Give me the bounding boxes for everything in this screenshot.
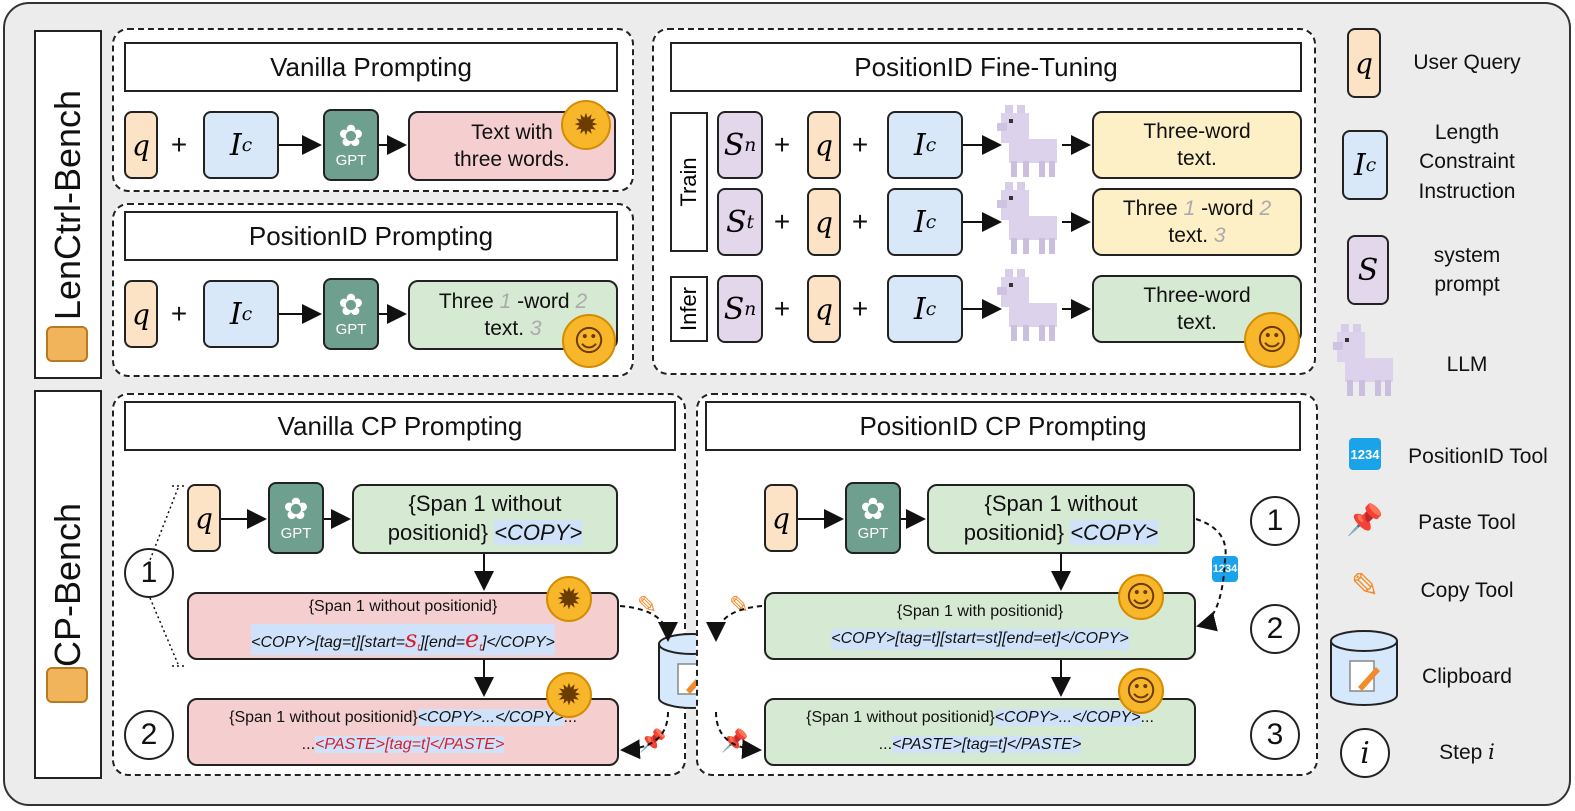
step-1-circle: 1 xyxy=(124,548,174,598)
gpt-label: GPT xyxy=(335,320,367,338)
gpt-box: ✿ GPT xyxy=(323,109,379,181)
legend-system-box: S xyxy=(1347,235,1389,305)
positionid-prompting-title: PositionID Prompting xyxy=(124,211,618,261)
openai-logo-icon: ✿ xyxy=(860,492,886,526)
positionid-finetuning-title: PositionID Fine-Tuning xyxy=(670,42,1302,92)
llama-icon xyxy=(997,105,1057,177)
openai-logo-icon: ✿ xyxy=(338,119,364,153)
user-query-box: q xyxy=(124,280,158,348)
vanilla-cp-paste-box: {Span 1 without positionid}<COPY>...</CO… xyxy=(187,698,619,766)
exploding-head-icon: ✹ xyxy=(546,576,592,622)
step-2-circle: 2 xyxy=(124,710,174,760)
positionid-cp-title: PositionID CP Prompting xyxy=(705,401,1301,451)
legend-positionid-tool-label: PositionID Tool xyxy=(1408,445,1548,468)
user-query-box: q xyxy=(124,111,158,179)
plus-sign: + xyxy=(851,206,869,237)
vanilla-cp-title: Vanilla CP Prompting xyxy=(124,401,676,451)
step-3-circle: 3 xyxy=(1250,710,1300,760)
legend-llm-label: LLM xyxy=(1446,353,1488,376)
yum-face-icon: ☺ xyxy=(1244,312,1300,368)
llama-icon xyxy=(1333,324,1393,396)
gpt-label: GPT xyxy=(857,524,889,542)
gpt-box: ✿ GPT xyxy=(323,278,379,350)
user-query-box: q xyxy=(764,484,798,552)
pencil-icon: ✎ xyxy=(1350,566,1380,606)
legend-copy-tool-label: Copy Tool xyxy=(1420,579,1514,602)
legend-paste-tool-label: Paste Tool xyxy=(1418,511,1516,534)
positionid-tool-icon: 1234 xyxy=(1349,438,1381,470)
plus-sign: + xyxy=(773,293,791,324)
legend-step-circle: i xyxy=(1340,728,1390,778)
legend-user-query-label: User Query xyxy=(1413,51,1521,74)
positionid-cp-copy-box: {Span 1 with positionid} <COPY>[tag=t][s… xyxy=(764,592,1196,660)
llama-icon xyxy=(997,269,1057,341)
openai-logo-icon: ✿ xyxy=(283,492,309,526)
llama-icon xyxy=(997,182,1057,254)
step-2-circle: 2 xyxy=(1250,604,1300,654)
database-clipboard-icon xyxy=(1330,630,1398,706)
positionid-cp-paste-box: {Span 1 without positionid}<COPY>...</CO… xyxy=(764,698,1196,766)
train-label: Train xyxy=(670,112,708,252)
infer-label: Infer xyxy=(670,276,708,342)
gpt-box: ✿ GPT xyxy=(845,482,901,554)
yum-face-icon: ☺ xyxy=(1118,574,1164,620)
vanilla-prompting-title: Vanilla Prompting xyxy=(124,42,618,92)
user-query-box: q xyxy=(807,111,841,179)
legend-step-label: Step i xyxy=(1439,740,1495,764)
plus-sign: + xyxy=(170,129,188,160)
legend-clipboard-label: Clipboard xyxy=(1422,665,1512,688)
package-icon xyxy=(46,326,88,362)
yum-face-icon: ☺ xyxy=(1118,668,1164,714)
user-query-box: q xyxy=(187,484,221,552)
exploding-head-icon: ✹ xyxy=(561,100,611,150)
package-icon xyxy=(46,667,88,703)
gpt-label: GPT xyxy=(335,151,367,169)
legend-query-box: q xyxy=(1347,28,1381,98)
gpt-box: ✿ GPT xyxy=(268,482,324,554)
exploding-head-icon: ✹ xyxy=(546,672,592,718)
yum-face-icon: ☺ xyxy=(562,314,616,368)
plus-sign: + xyxy=(170,298,188,329)
plus-sign: + xyxy=(851,293,869,324)
lenctrl-bench-band: LenCtrl-Bench xyxy=(34,30,102,379)
cp-bench-band: CP-Bench xyxy=(34,390,102,779)
plus-sign: + xyxy=(851,129,869,160)
user-query-box: q xyxy=(807,188,841,256)
openai-logo-icon: ✿ xyxy=(338,288,364,322)
pushpin-icon: 📌 xyxy=(1346,502,1384,538)
plus-sign: + xyxy=(773,206,791,237)
gpt-label: GPT xyxy=(280,524,312,542)
pencil-icon: ✎ xyxy=(636,591,658,619)
user-query-box: q xyxy=(807,275,841,343)
step-1-circle: 1 xyxy=(1250,496,1300,546)
plus-sign: + xyxy=(773,129,791,160)
train-positionid-output-box: Three 1 -word 2 text. 3 xyxy=(1092,188,1302,256)
